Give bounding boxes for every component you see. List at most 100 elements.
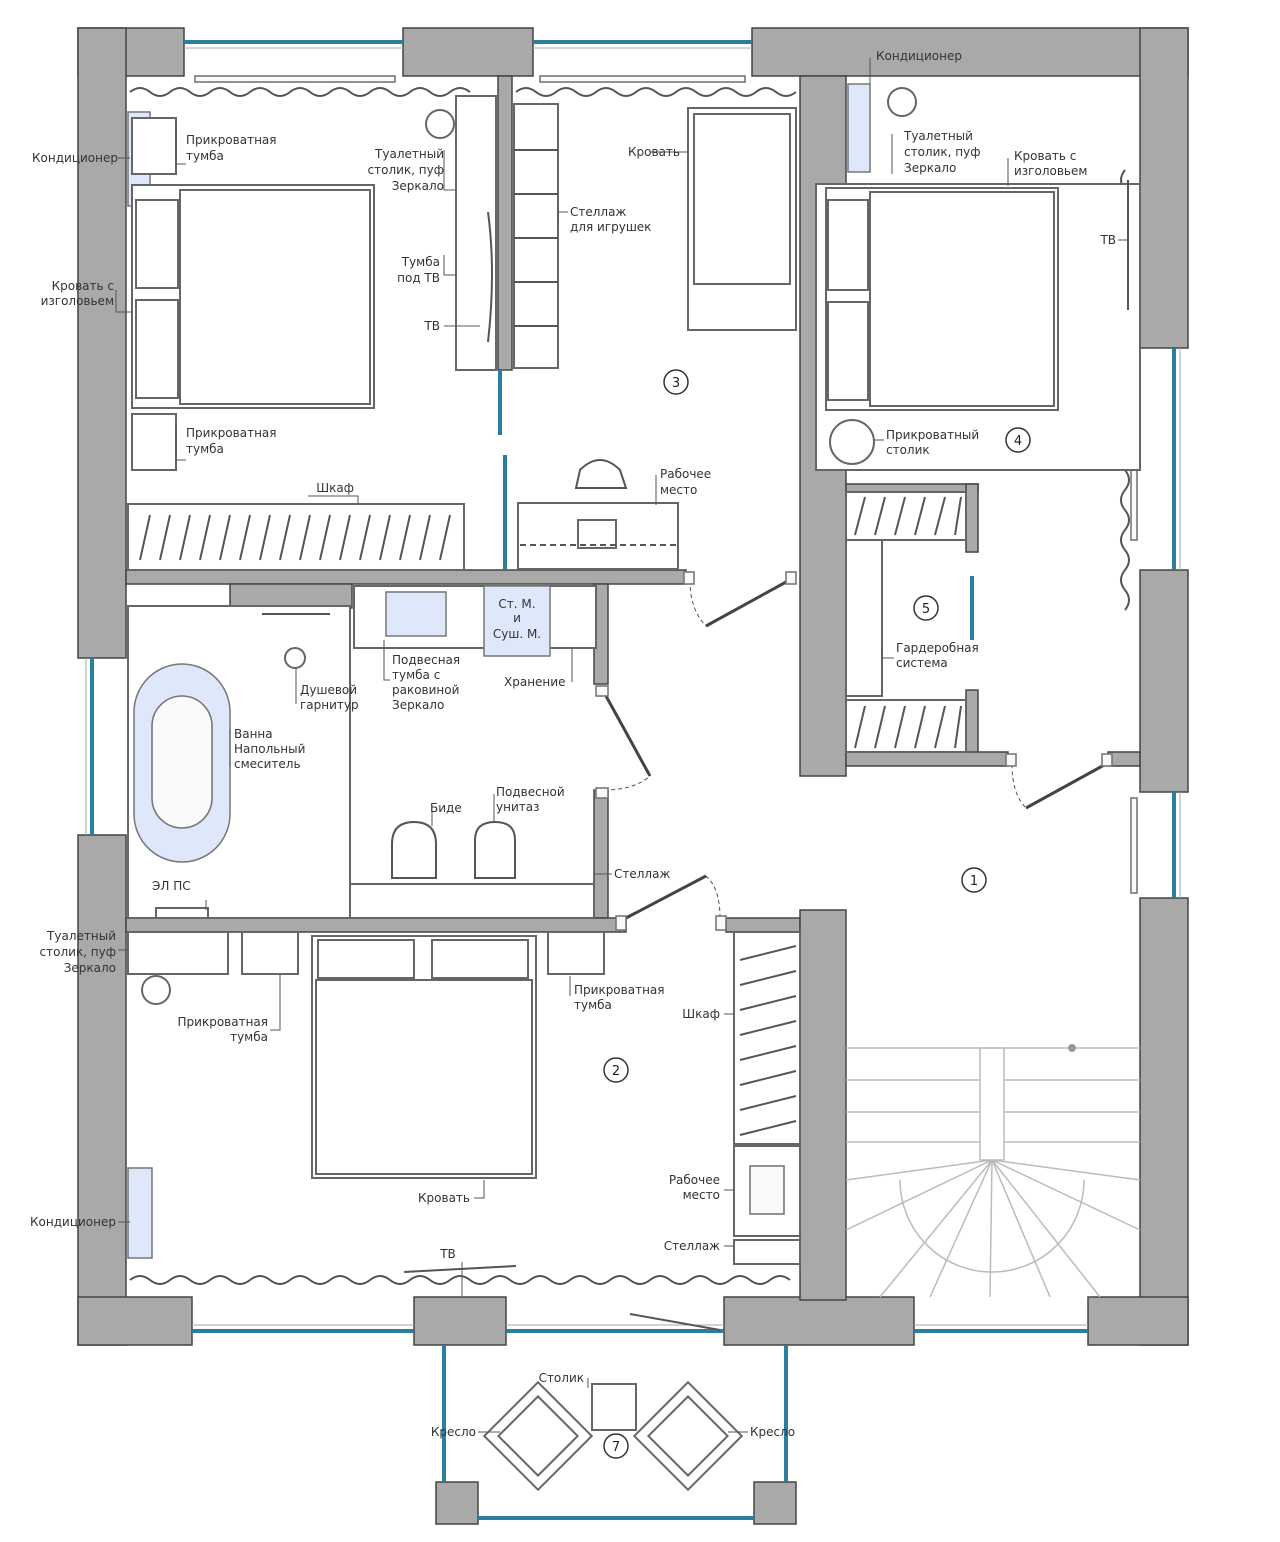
label-shower-a: Душевой [300,683,357,697]
label-bed-tl-a: Кровать с [52,279,114,293]
label-washer-a: Ст. М. [498,597,535,611]
ac-unit-room-2 [127,1167,153,1259]
balcony-table [591,1383,637,1431]
door-room-3 [705,580,787,628]
wall-closet-right2 [965,689,979,757]
balcony [482,1380,744,1492]
wall-partition-bath-top [125,569,687,585]
door-bath [604,695,652,777]
bedside-table-room-4 [829,419,875,465]
sink [385,591,447,637]
label-dressing-r2-b: столик, пуф [40,945,116,959]
wall-closet-right1 [965,483,979,553]
closet-shelf-top [845,491,967,541]
label-toilet-b: унитаз [496,800,539,814]
label-wardrobe-tl: Шкаф [316,481,354,495]
label-table-balcony: Столик [539,1371,584,1385]
label-dressing-r2-a: Туалетный [46,929,116,943]
room-number-5: 5 [922,602,930,617]
room-4 [815,83,1141,471]
wall-top-2 [402,27,534,77]
label-wardrobe-system-b: система [896,656,948,670]
wall-right-1 [1139,27,1189,349]
label-ac-r4: Кондиционер [876,49,962,63]
label-wardrobe-system-a: Гардеробная [896,641,979,655]
wall-partition-bath-right [593,789,609,919]
windows [85,40,1181,1520]
wall-bottom-1 [77,1296,193,1346]
wall-left-2 [77,834,127,1346]
room-3 [513,103,797,570]
door-bath-2 [625,874,707,920]
staircase [845,1044,1141,1298]
wardrobe-top-left [127,503,465,571]
label-dressing-r4-b: столик, пуф [904,145,980,159]
label-toilet-a: Подвесной [496,785,565,799]
room-number-1: 1 [970,874,978,889]
label-tv-stand-a: Тумба [401,255,440,269]
tv-room-2 [403,1265,517,1273]
door-room-4 [1025,762,1107,810]
wall-partition-stair [799,909,847,1301]
label-bed-r4-b: изголовьем [1014,164,1087,178]
label-wardrobe-r2: Шкаф [682,1007,720,1021]
label-nightstand-tl1-b: тумба [186,149,224,163]
exterior-walls [77,27,1189,1525]
label-toy-shelf-b: для игрушек [570,220,651,234]
label-tv-r4: ТВ [1099,233,1116,247]
label-tv-r2: ТВ [439,1247,456,1261]
nightstand-tl-1 [131,117,177,175]
wall-closet-bottom [845,751,1009,767]
label-bed-r4-a: Кровать с [1014,149,1076,163]
dressing-table-r2 [127,931,229,975]
bathroom [127,585,597,919]
label-armchair-right: Кресло [750,1425,795,1439]
bath-shelf [349,883,595,919]
closet-shelf-bottom [845,699,967,753]
label-dressing-tl-a: Туалетный [374,147,444,161]
wall-top-3 [751,27,1189,77]
label-nightstand-tl1-a: Прикроватная [186,133,276,147]
label-workplace-r3-b: место [660,483,697,497]
balcony-post-right [753,1481,797,1525]
label-dressing-r4-c: Зеркало [904,161,956,175]
shelf-room-2 [733,1239,801,1265]
label-ac-r2: Кондиционер [30,1215,116,1229]
label-nightstand-tl2-b: тумба [186,442,224,456]
label-bed-r2: Кровать [418,1191,470,1205]
wall-bottom-2 [413,1296,507,1346]
labels: Кондиционер Прикроватная тумба Туалетный… [30,49,1116,1439]
label-nightstand-tl2-a: Прикроватная [186,426,276,440]
label-storage: Хранение [504,675,565,689]
label-nightstand-r2l-a: Прикроватная [178,1015,268,1029]
label-bath-c: смеситель [234,757,301,771]
pouf-tl [425,109,455,139]
ac-unit-room-4 [847,83,871,173]
bedroom-top-left [127,95,497,571]
nightstand-r2-left [241,931,299,975]
label-bed-r3: Кровать [628,145,680,159]
label-dressing-tl-c: Зеркало [392,179,444,193]
wall-left-1 [77,27,127,659]
label-workplace-r2-a: Рабочее [669,1173,720,1187]
nightstand-r2-right [547,931,605,975]
label-dressing-r4-a: Туалетный [903,129,973,143]
room-number-4: 4 [1014,434,1022,449]
wall-partition-r2-top [725,917,801,933]
washer-dryer [483,585,551,657]
room-numbers: 3 4 5 1 2 7 [603,369,1031,1459]
wall-partition-shower [229,583,353,609]
doors [595,571,1113,931]
room-2 [127,931,801,1273]
closet-side [845,539,883,697]
label-shelf-r2: Стеллаж [664,1239,720,1253]
label-dressing-r2-c: Зеркало [64,961,116,975]
label-bath-a: Ванна [234,727,273,741]
wall-r1-right [1107,751,1141,767]
label-washer-c: Суш. М. [493,627,541,641]
wall-bottom-4 [1087,1296,1189,1346]
label-sink-a: Подвесная [392,653,460,667]
label-ac-top-left: Кондиционер [32,151,118,165]
room-5 [845,491,967,753]
